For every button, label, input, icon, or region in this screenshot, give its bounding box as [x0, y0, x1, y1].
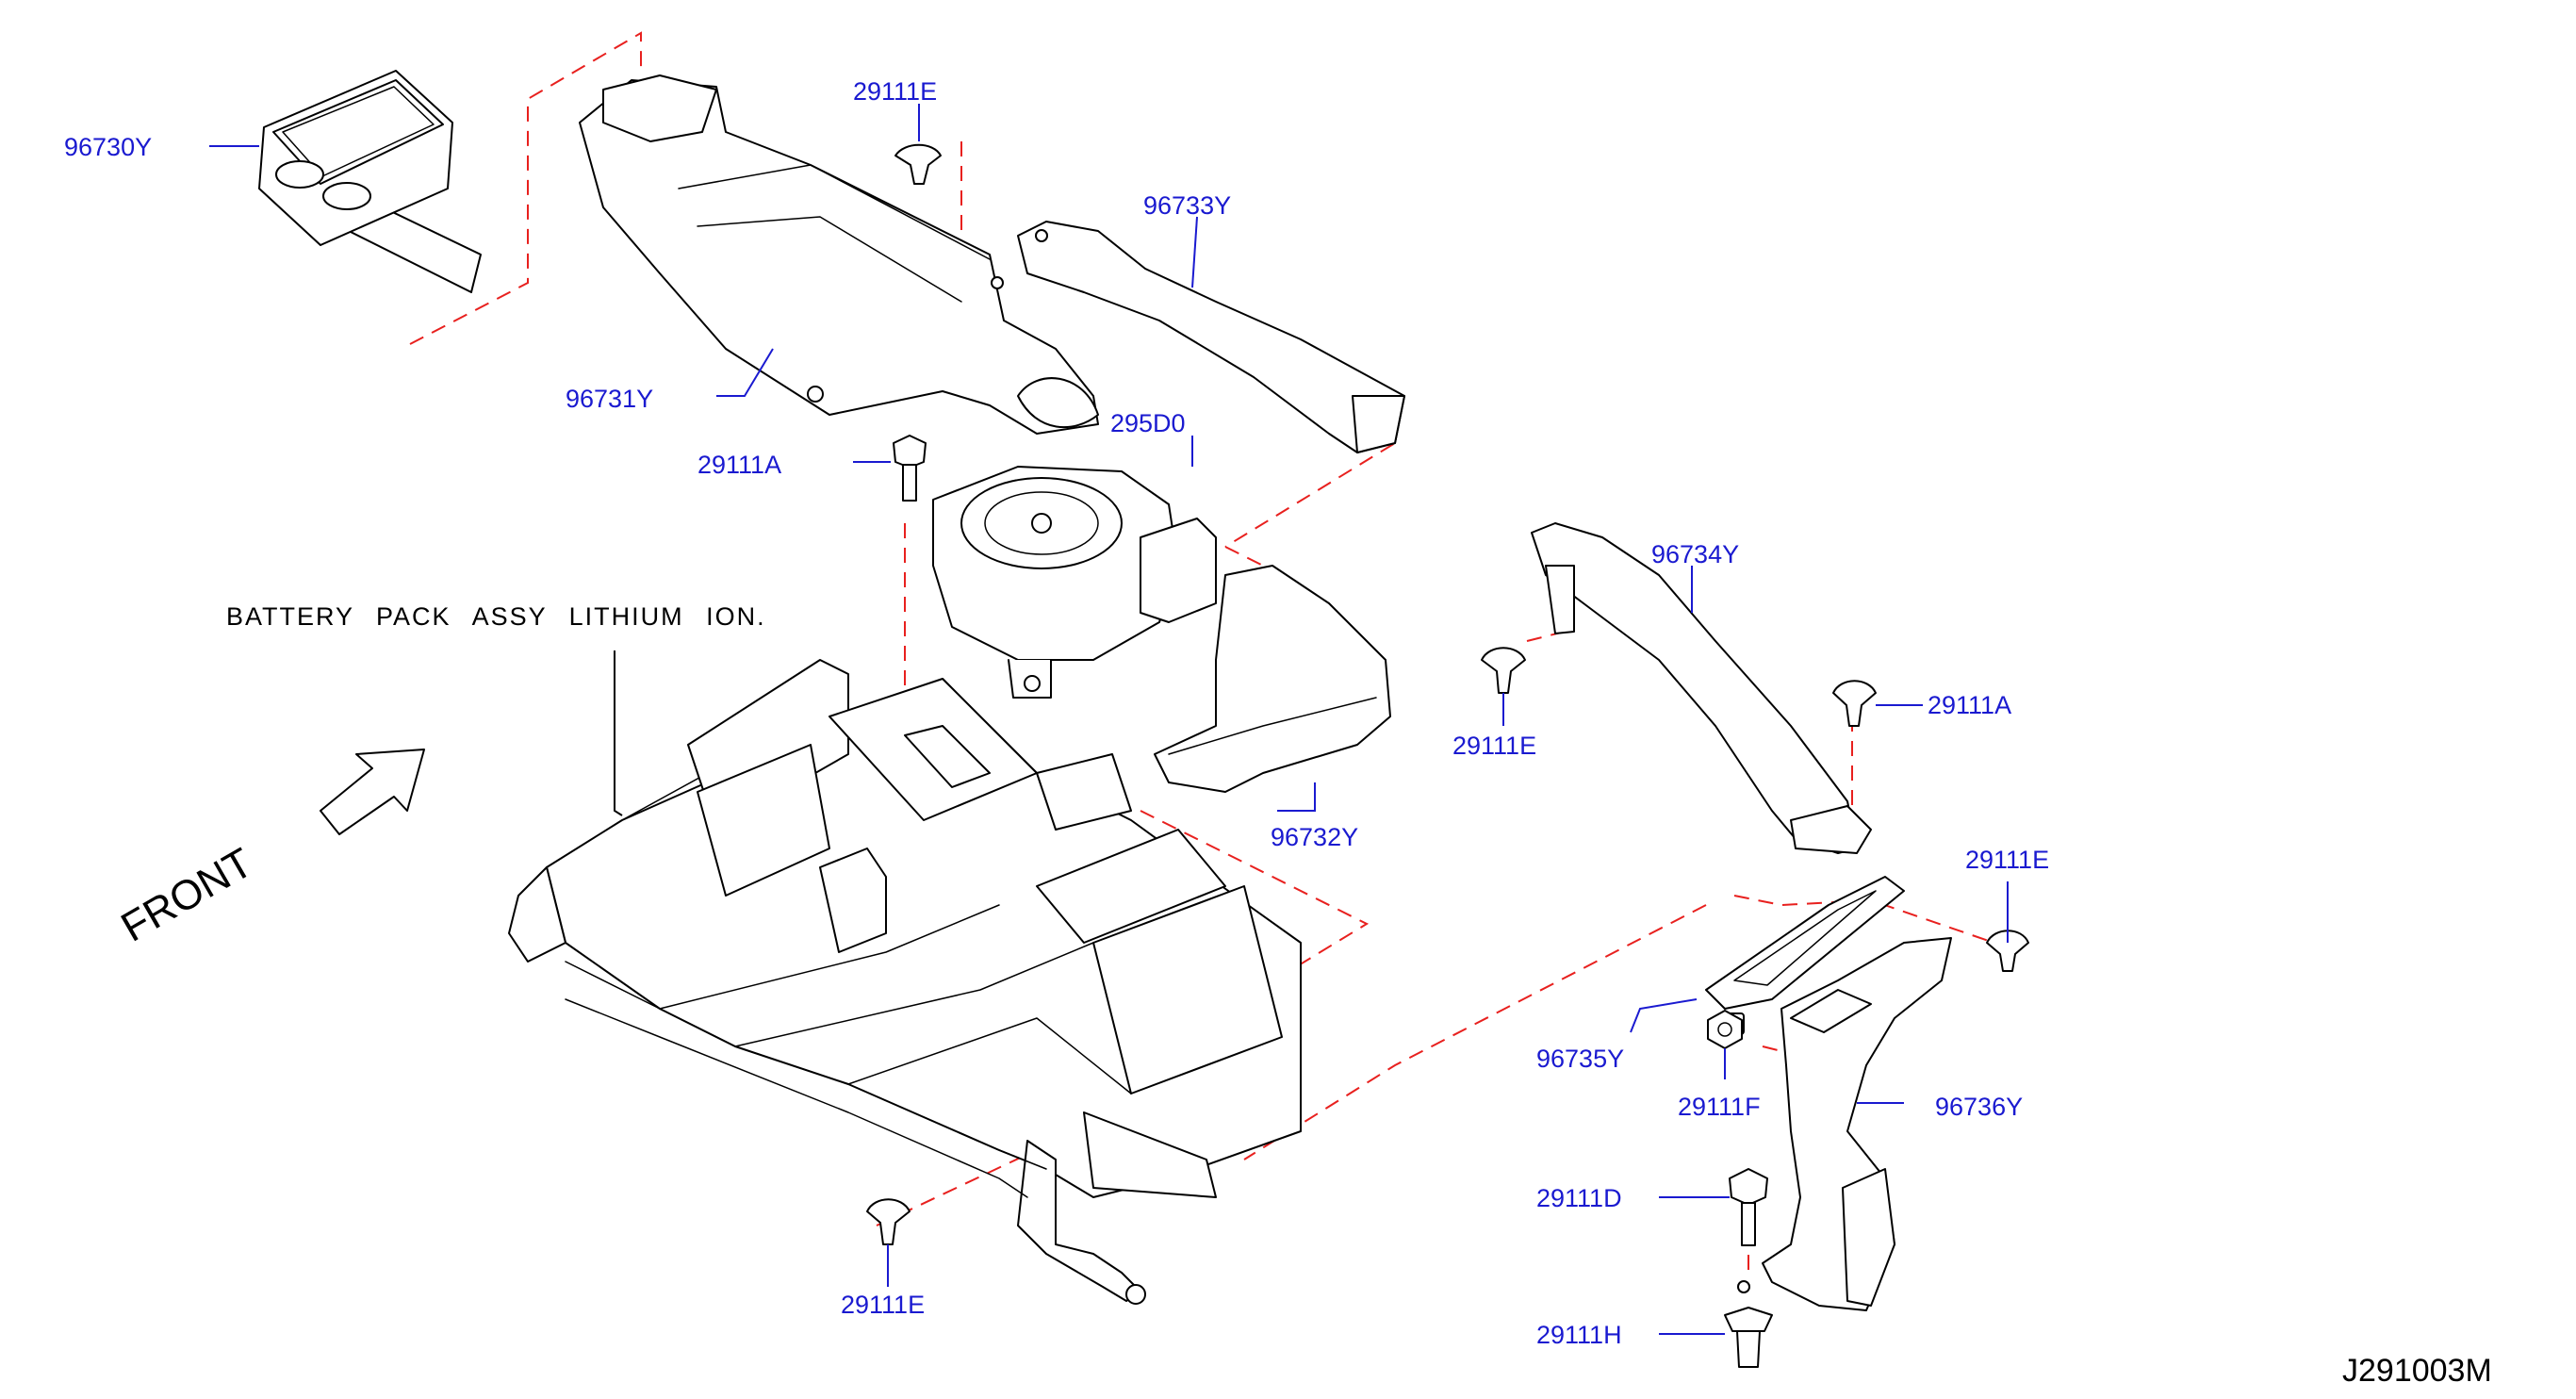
fastener-29111e-top — [894, 143, 942, 185]
fastener-29111e-bottom — [866, 1198, 911, 1245]
label-29111e-bottom: 29111E — [841, 1291, 925, 1319]
battery-pack-assembly — [508, 659, 1302, 1305]
leader-lines — [209, 104, 2009, 1335]
label-29111h: 29111H — [1536, 1321, 1622, 1349]
label-295d0: 295D0 — [1110, 409, 1186, 437]
label-29111a-right: 29111A — [1928, 691, 2011, 719]
labels: 96730Y 29111E 96733Y 96731Y 295D0 29111A… — [64, 77, 2492, 1389]
nut-29111f — [1707, 1010, 1743, 1049]
part-96731y-main-duct — [579, 74, 1099, 435]
label-96733y: 96733Y — [1143, 191, 1231, 220]
part-295d0-blower-motor — [932, 466, 1217, 699]
label-29111e-mid: 29111E — [1452, 732, 1536, 760]
bolt-29111h — [1724, 1307, 1773, 1368]
bolt-29111d — [1729, 1168, 1768, 1246]
bolt-29111a-top — [893, 435, 927, 502]
label-29111f: 29111F — [1678, 1093, 1761, 1121]
label-96735y: 96735Y — [1536, 1045, 1624, 1073]
part-96732y-cover — [1154, 565, 1391, 793]
fastener-29111a-right — [1832, 680, 1877, 727]
fastener-29111e-mid — [1481, 647, 1526, 694]
diagram-id: J291003M — [2342, 1353, 2492, 1389]
label-96731y: 96731Y — [566, 385, 653, 413]
label-29111a-top: 29111A — [697, 451, 781, 479]
front-indicator-label: FRONT — [114, 839, 261, 950]
battery-pack-note: BATTERY PACK ASSY LITHIUM ION. — [226, 602, 766, 631]
fastener-29111e-right — [1986, 930, 2029, 972]
part-96736y-lower-duct — [1737, 937, 1952, 1311]
label-29111e-top: 29111E — [853, 77, 937, 106]
part-96734y-side-duct — [1531, 522, 1872, 854]
label-29111e-right: 29111E — [1965, 846, 2049, 874]
label-96734y: 96734Y — [1651, 540, 1739, 568]
label-96730y: 96730Y — [64, 133, 152, 161]
label-96732y: 96732Y — [1271, 823, 1358, 851]
label-29111d: 29111D — [1536, 1184, 1622, 1212]
front-arrow-icon — [320, 749, 425, 835]
label-96736y: 96736Y — [1935, 1093, 2023, 1121]
part-96733y-rear-duct — [1017, 221, 1405, 453]
part-96730y-outlet-grille — [258, 70, 482, 293]
